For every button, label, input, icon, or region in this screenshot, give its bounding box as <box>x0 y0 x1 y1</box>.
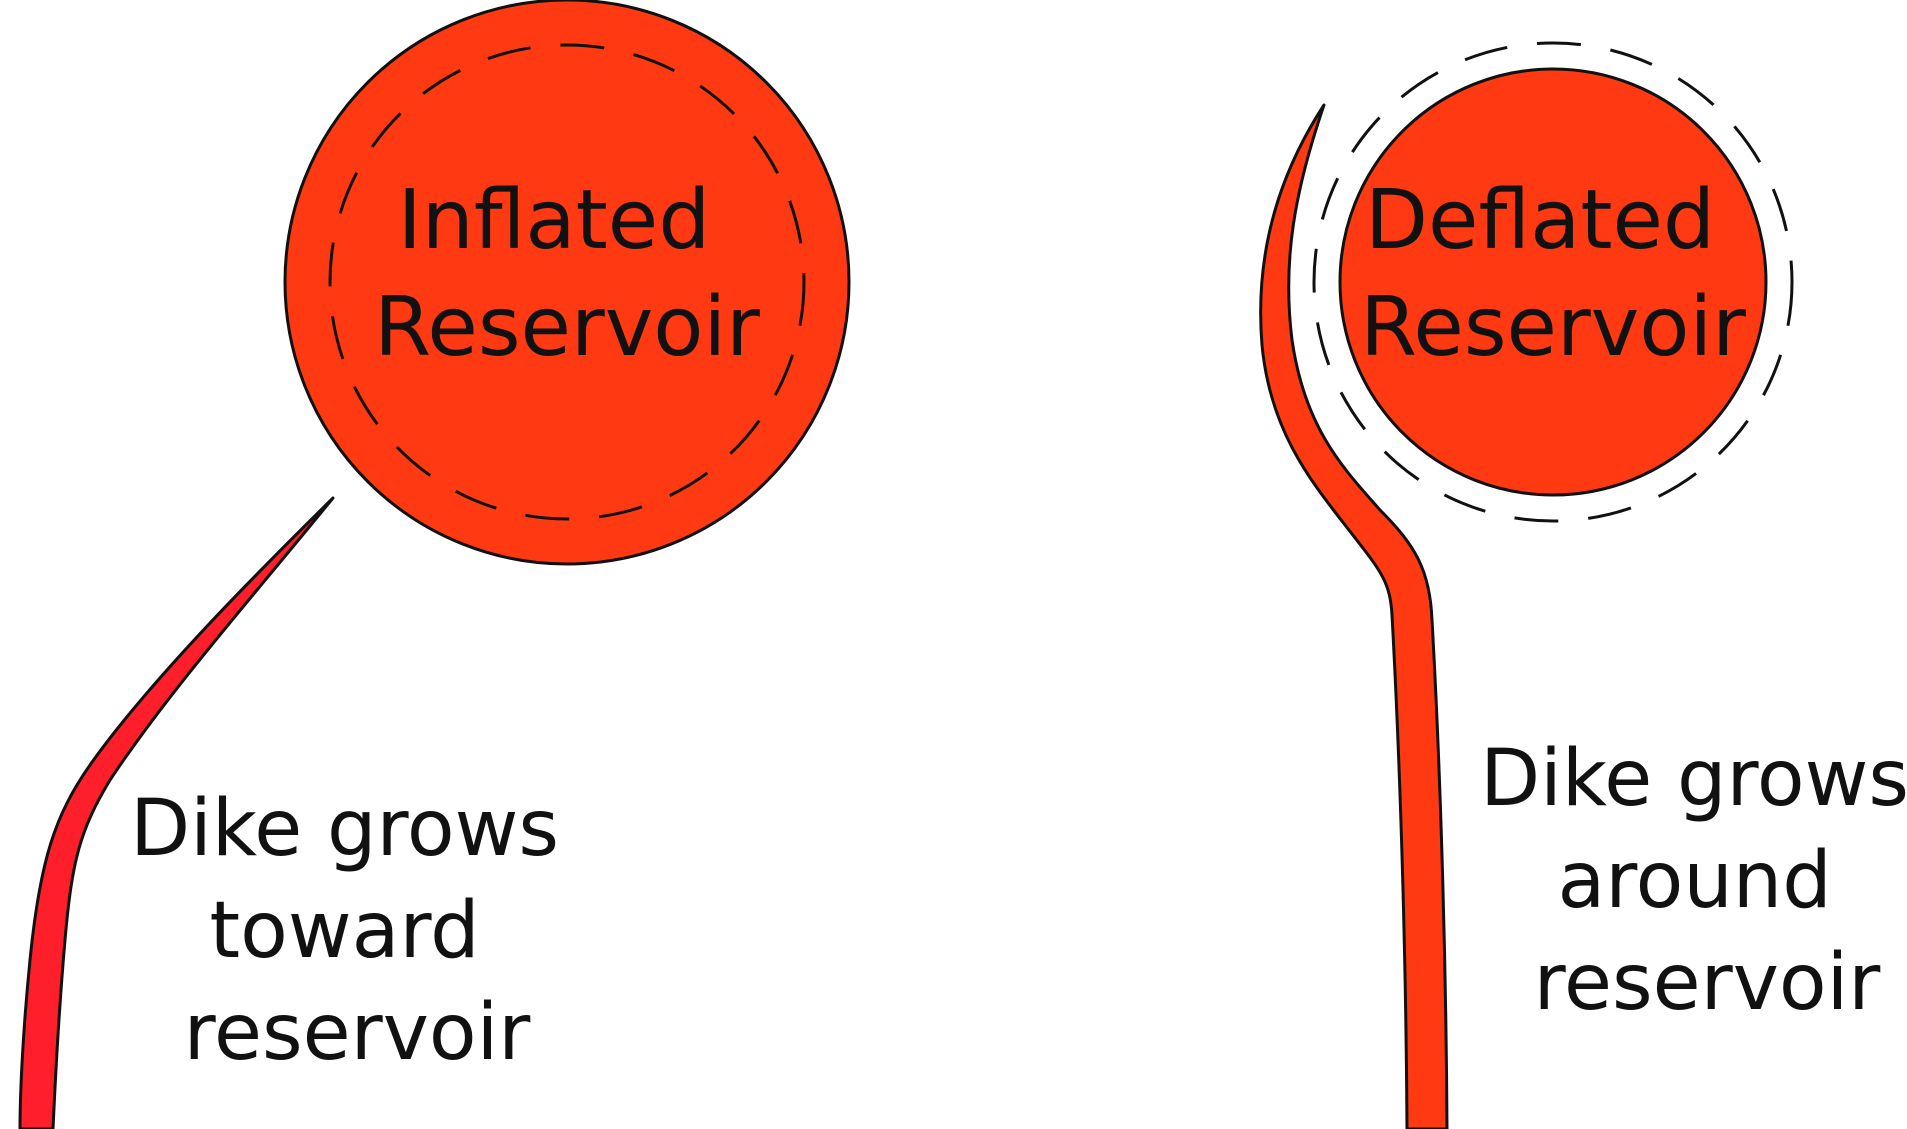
inflated-reservoir-label: Inflated Reservoir <box>374 173 760 375</box>
left-caption-line-1: Dike grows <box>130 784 559 874</box>
right-dike <box>1259 103 1449 1129</box>
left-caption-line-3: reservoir <box>184 988 532 1078</box>
inflated-reservoir-dashed-outline <box>328 43 806 521</box>
left-caption: Dike grows toward reservoir <box>130 784 584 1078</box>
inflated-reservoir-label-line-2: Reservoir <box>374 280 760 375</box>
right-caption: Dike grows around reservoir <box>1480 734 1907 1028</box>
left-caption-line-2: toward <box>210 886 480 976</box>
deflated-reservoir <box>1338 67 1768 497</box>
deflated-reservoir-label: Deflated Reservoir <box>1360 173 1746 375</box>
deflated-reservoir-dashed-outline <box>1312 41 1794 523</box>
left-panel: Inflated Reservoir Dike grows toward res… <box>18 0 851 1129</box>
deflated-reservoir-label-line-2: Reservoir <box>1360 280 1746 375</box>
right-caption-line-2: around <box>1557 836 1831 926</box>
inflated-reservoir <box>283 0 851 566</box>
deflated-reservoir-label-line-1: Deflated <box>1365 173 1715 268</box>
inflated-reservoir-label-line-1: Inflated <box>398 173 711 268</box>
right-caption-line-3: reservoir <box>1534 938 1882 1028</box>
right-caption-line-1: Dike grows <box>1480 734 1907 824</box>
right-panel: Deflated Reservoir Dike grows around res… <box>1259 41 1907 1129</box>
